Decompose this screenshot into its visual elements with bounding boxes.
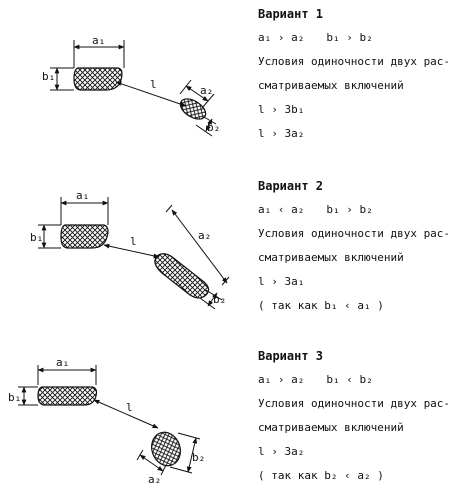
description-line-2: сматриваемых включений — [258, 421, 404, 434]
relation-1: l › 3a₁ — [258, 275, 305, 288]
relation-2: ( так как b₁ ‹ a₁ ) — [258, 299, 384, 312]
label-b1: b₁ — [30, 231, 43, 244]
label-l: l — [126, 401, 133, 414]
label-a1: a₁ — [56, 356, 69, 369]
inclusion-2-small — [60, 224, 109, 249]
label-b2: b₂ — [207, 121, 220, 134]
description-line-1: Условия одиночности двух рас- — [258, 55, 451, 68]
relation-1: l › 3b₁ — [258, 103, 305, 116]
variant-3-diagram: a₁ b₁ l a₂ b₂ — [8, 356, 205, 486]
variant-title: Вариант 1 — [258, 7, 324, 21]
label-a1: a₁ — [76, 189, 89, 202]
label-b1: b₁ — [42, 70, 55, 83]
relation-2: ( так как b₂ ‹ a₂ ) — [258, 469, 384, 482]
label-l: l — [150, 78, 157, 91]
description-line-1: Условия одиночности двух рас- — [258, 227, 451, 240]
label-b1: b₁ — [8, 391, 21, 404]
label-b2: b₂ — [213, 293, 226, 306]
inclusion-2-large — [154, 253, 210, 299]
variant-title: Вариант 3 — [258, 349, 324, 363]
label-a2: a₂ — [148, 473, 161, 486]
relation-2: l › 3a₂ — [258, 127, 305, 140]
inclusion-3-large — [37, 386, 98, 406]
variant-title: Вариант 2 — [258, 179, 324, 193]
variant-1-diagram: a₁ b₁ l a₂ b₂ — [42, 34, 220, 137]
label-l: l — [130, 235, 137, 248]
inclusion-1-large — [73, 67, 123, 91]
label-b2: b₂ — [192, 451, 205, 464]
relation-1: l › 3a₂ — [258, 445, 305, 458]
inclusion-1-small — [179, 98, 207, 120]
description-line-2: сматриваемых включений — [258, 79, 404, 92]
description-line-1: Условия одиночности двух рас- — [258, 397, 451, 410]
inclusion-3-small — [151, 431, 181, 467]
label-a2: a₂ — [200, 84, 213, 97]
label-a2: a₂ — [198, 229, 211, 242]
variant-2-diagram: a₁ b₁ l a₂ b₂ — [30, 189, 230, 310]
label-a1: a₁ — [92, 34, 105, 47]
description-line-2: сматриваемых включений — [258, 251, 404, 264]
